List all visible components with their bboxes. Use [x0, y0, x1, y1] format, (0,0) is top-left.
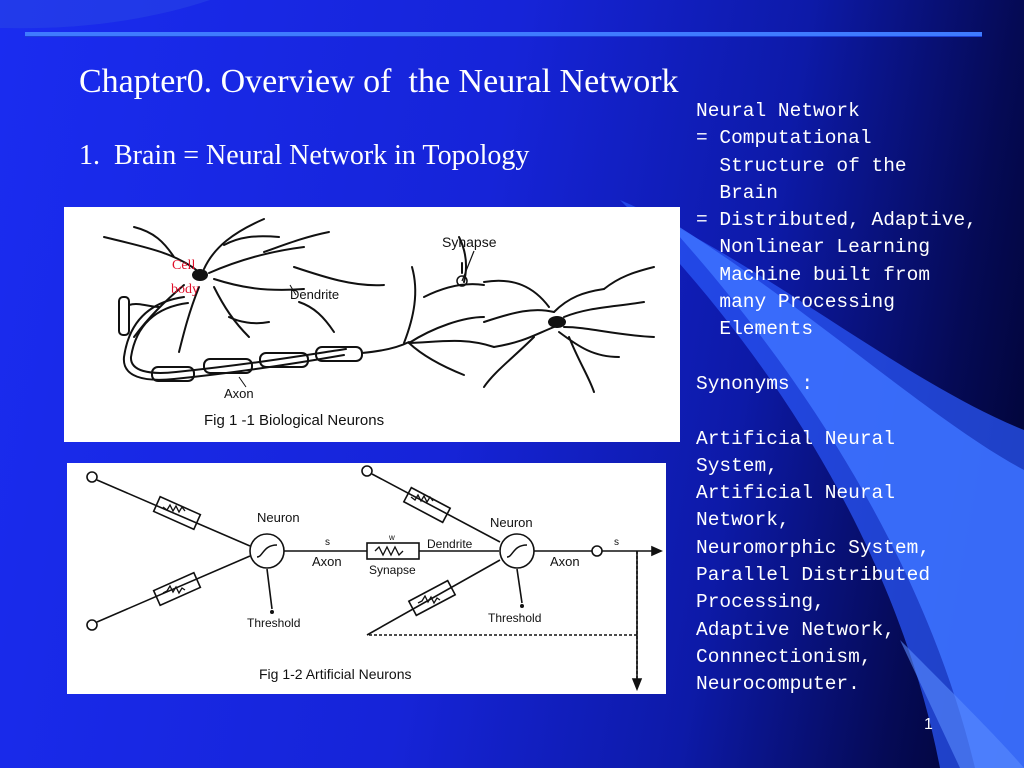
cell-nucleus-right — [548, 316, 566, 328]
synapse-label: Synapse — [442, 234, 497, 250]
definition-line: Parallel Distributed — [696, 564, 931, 587]
artificial-neuron-drawing: Neuron Neuron Axon Axon Dendrite Synapse… — [86, 465, 663, 692]
axon2-label: Axon — [550, 554, 580, 569]
axon-label: Axon — [224, 386, 254, 401]
signal-s1-label: s — [325, 537, 330, 548]
definition-line: Elements — [696, 318, 814, 341]
slide-title: Chapter0. Overview of the Neural Network — [79, 63, 679, 100]
artificial-neurons-figure: Neuron Neuron Axon Axon Dendrite Synapse… — [67, 463, 666, 694]
definition-line: Brain — [696, 181, 778, 204]
definition-line: Processing, — [696, 591, 825, 614]
slide-subtitle: 1. Brain = Neural Network in Topology — [79, 140, 530, 171]
definition-line: Nonlinear Learning — [696, 236, 931, 259]
definition-line — [696, 344, 1022, 371]
threshold2-label: Threshold — [488, 611, 541, 625]
signal-s2-label: s — [614, 537, 619, 548]
cell-body-label-line1: Cell — [172, 258, 195, 273]
biological-neurons-figure: Synapse Dendrite Axon Cell body Fig 1 -1… — [64, 207, 680, 442]
dendrite-label-fig2: Dendrite — [427, 537, 473, 551]
figure1-caption: Fig 1 -1 Biological Neurons — [204, 412, 384, 429]
weight-w-label: w — [388, 533, 395, 542]
synapse-label-fig2: Synapse — [369, 563, 416, 577]
figure2-caption: Fig 1-2 Artificial Neurons — [259, 666, 412, 682]
neuron2-label: Neuron — [490, 515, 533, 530]
definition-line: Synonyms : — [696, 372, 814, 395]
definition-line: Artificial Neural — [696, 427, 895, 450]
definitions-column: Neural Network = Computational Structure … — [696, 98, 1022, 699]
axon1-label: Axon — [312, 554, 342, 569]
title-rule — [25, 32, 982, 36]
cell-nucleus-left — [192, 269, 208, 281]
neuron1-label: Neuron — [257, 510, 300, 525]
definition-line: Machine built from — [696, 263, 931, 286]
definition-line: Adaptive Network, — [696, 618, 895, 641]
dendrite-label: Dendrite — [290, 287, 339, 302]
definition-line: = Computational — [696, 127, 872, 150]
definition-line: System, — [696, 454, 778, 477]
cell-body-label-line2: body — [171, 282, 199, 297]
definition-line: Connnectionism, — [696, 645, 872, 668]
definition-line: Network, — [696, 509, 790, 532]
definition-line — [696, 398, 1022, 425]
definition-line: Neuromorphic System, — [696, 536, 931, 559]
biological-neuron-drawing: Synapse Dendrite Axon Cell body Fig 1 -1… — [103, 218, 655, 429]
definition-line: many Processing — [696, 291, 895, 314]
definition-line: Neurocomputer. — [696, 673, 860, 696]
synapse-marker — [456, 275, 468, 287]
definition-line: Artificial Neural — [696, 482, 895, 505]
threshold1-label: Threshold — [247, 616, 300, 630]
page-number: 1 — [924, 716, 933, 733]
definition-line: = Distributed, Adaptive, — [696, 209, 977, 232]
definition-line: Structure of the — [696, 154, 907, 177]
definition-line: Neural Network — [696, 100, 860, 122]
